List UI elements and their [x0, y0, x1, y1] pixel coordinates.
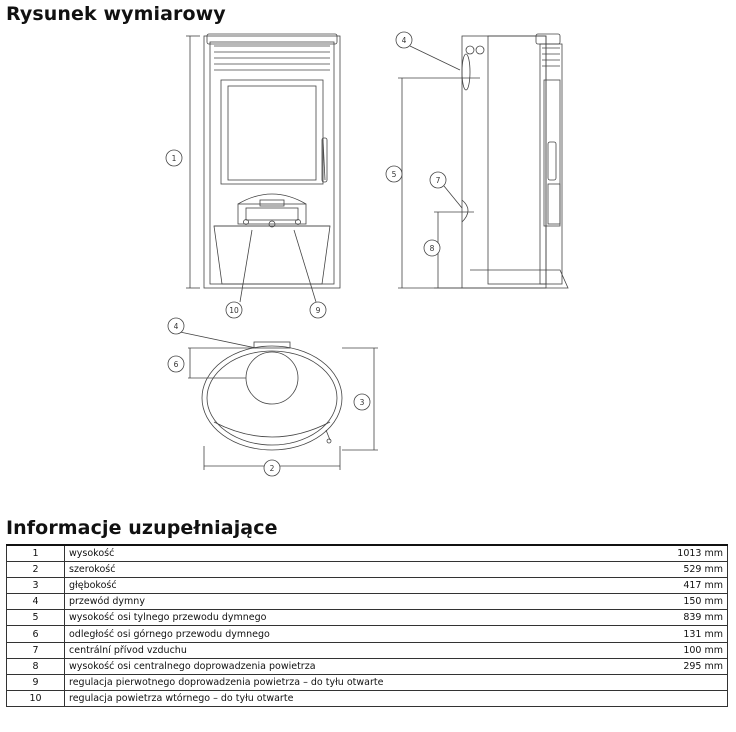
callout-3: 3: [360, 398, 365, 407]
info-section-title: Informacje uzupełniające: [6, 517, 278, 539]
row-number: 4: [6, 593, 65, 611]
callout-2: 2: [270, 464, 275, 473]
row-value: [617, 673, 728, 692]
table-row: 4 przewód dymny 150 mm: [6, 593, 728, 611]
row-number: 10: [6, 690, 65, 708]
table-row: 7 centrální přívod vzduchu 100 mm: [6, 641, 728, 659]
table-row: 10 regulacja powietrza wtórnego – do tył…: [6, 690, 728, 708]
row-description: wysokość: [64, 543, 618, 562]
specs-table: 1 wysokość 1013 mm 2 szerokość 529 mm 3 …: [6, 543, 728, 708]
row-number: 8: [6, 657, 65, 676]
callout-4-top: 4: [174, 322, 179, 331]
callout-7: 7: [436, 176, 441, 185]
callout-5: 5: [392, 170, 397, 179]
callout-10: 10: [229, 306, 239, 315]
dimension-drawing: 1 2 3 4 4 5 6 7 8 9 10: [165, 31, 569, 477]
table-row: 9 regulacja pierwotnego doprowadzenia po…: [6, 673, 728, 692]
row-number: 9: [6, 673, 65, 692]
callout-8: 8: [430, 244, 435, 253]
row-value: 1013 mm: [617, 543, 728, 562]
callout-9: 9: [316, 306, 321, 315]
row-value: 150 mm: [617, 593, 728, 611]
row-number: 3: [6, 576, 65, 595]
row-description: regulacja powietrza wtórnego – do tyłu o…: [64, 690, 618, 708]
top-view: [188, 341, 378, 470]
drawing-section-title: Rysunek wymiarowy: [6, 3, 226, 25]
callout-1: 1: [172, 154, 177, 163]
row-value: 100 mm: [617, 641, 728, 659]
row-description: centrální přívod vzduchu: [64, 641, 618, 659]
row-value: 529 mm: [617, 560, 728, 578]
row-description: przewód dymny: [64, 593, 618, 611]
table-row: 5 wysokość osi tylnego przewodu dymnego …: [6, 609, 728, 627]
row-description: szerokość: [64, 560, 618, 578]
table-row: 2 szerokość 529 mm: [6, 560, 728, 578]
row-number: 5: [6, 609, 65, 627]
row-number: 6: [6, 625, 65, 643]
row-value: 131 mm: [617, 625, 728, 643]
row-description: wysokość osi centralnego doprowadzenia p…: [64, 657, 618, 676]
table-row: 3 głębokość 417 mm: [6, 576, 728, 595]
callout-4-side: 4: [402, 36, 407, 45]
table-row: 6 odległość osi górnego przewodu dymnego…: [6, 625, 728, 643]
row-description: regulacja pierwotnego doprowadzenia powi…: [64, 673, 618, 692]
row-description: głębokość: [64, 576, 618, 595]
row-number: 7: [6, 641, 65, 659]
table-row: 8 wysokość osi centralnego doprowadzenia…: [6, 657, 728, 676]
row-description: odległość osi górnego przewodu dymnego: [64, 625, 618, 643]
table-row: 1 wysokość 1013 mm: [6, 543, 728, 562]
front-view: [186, 33, 341, 289]
row-value: [617, 690, 728, 708]
row-value: 295 mm: [617, 657, 728, 676]
row-value: 839 mm: [617, 609, 728, 627]
callout-6: 6: [174, 360, 179, 369]
row-number: 1: [6, 543, 65, 562]
side-view: [398, 33, 569, 289]
row-description: wysokość osi tylnego przewodu dymnego: [64, 609, 618, 627]
row-value: 417 mm: [617, 576, 728, 595]
row-number: 2: [6, 560, 65, 578]
